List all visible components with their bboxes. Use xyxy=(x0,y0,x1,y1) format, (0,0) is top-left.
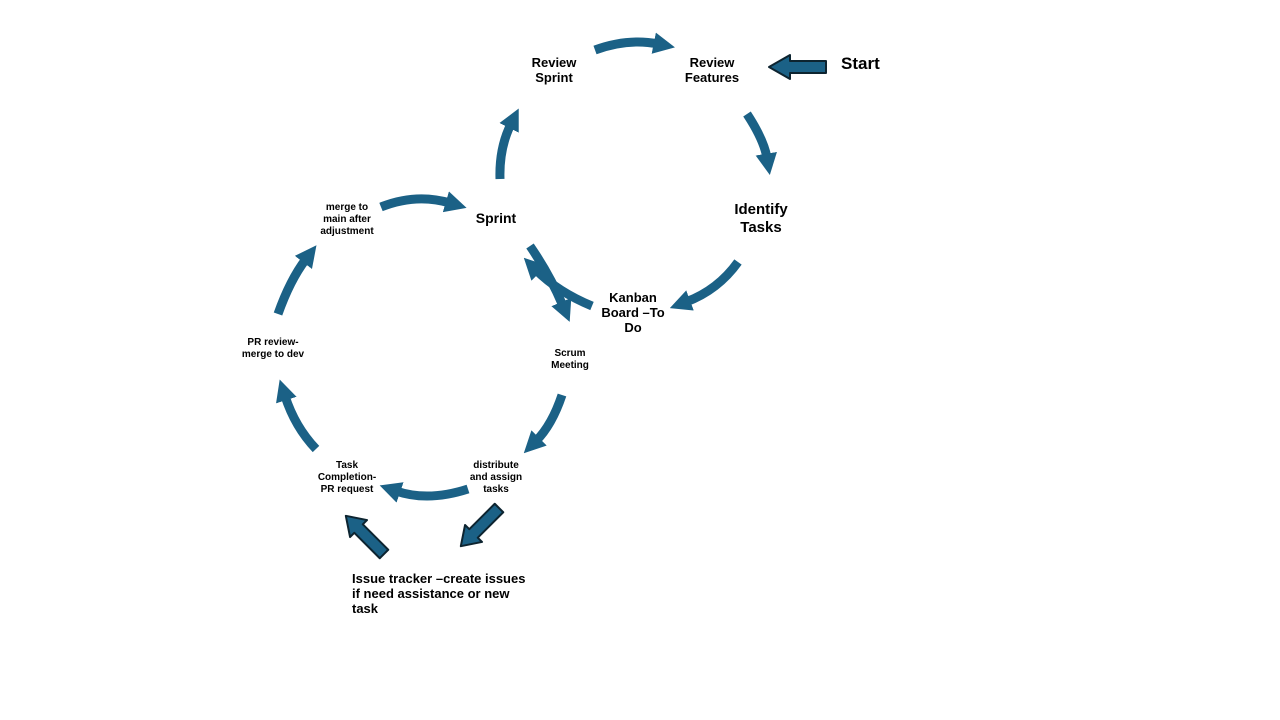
arrow-task-completion-to-pr-review xyxy=(276,379,320,453)
task-completion-label: Task Completion- PR request xyxy=(317,460,377,495)
issue-tracker-to-task-completion-block-arrow xyxy=(344,514,390,560)
arrow-review-features-to-identify-tasks xyxy=(743,111,777,176)
arrow-distribute-to-task-completion xyxy=(379,482,470,503)
kanban-label: Kanban Board –To Do xyxy=(601,290,665,335)
identify-tasks-label: Identify Tasks xyxy=(734,201,788,236)
merge-main-label: merge to main after adjustment xyxy=(320,202,374,237)
arrow-review-sprint-to-review-features xyxy=(593,32,675,55)
scrum-meeting-label: Scrum Meeting xyxy=(551,348,589,371)
sprint-label: Sprint xyxy=(475,210,517,226)
distribute-tasks-label: distribute and assign tasks xyxy=(469,460,523,495)
pr-review-label: PR review- merge to dev xyxy=(241,337,305,360)
arrow-identify-tasks-to-kanban xyxy=(669,259,742,311)
arrow-sprint-to-review-sprint xyxy=(495,108,519,180)
arrow-sprint-to-scrum xyxy=(526,243,572,322)
review-sprint-label: Review Sprint xyxy=(531,55,577,85)
arrow-pr-review-to-merge-main xyxy=(273,245,317,316)
arrow-merge-main-to-sprint xyxy=(379,191,467,213)
review-features-label: Review Features xyxy=(684,55,740,85)
arrow-kanban-to-sprint xyxy=(523,257,594,311)
start-label: Start xyxy=(841,54,880,73)
distribute-to-issue-tracker-block-arrow xyxy=(459,502,505,548)
issue-tracker-label: Issue tracker –create issues if need ass… xyxy=(352,571,526,616)
start-block-arrow xyxy=(768,54,827,80)
arrow-scrum-to-distribute xyxy=(523,393,567,454)
